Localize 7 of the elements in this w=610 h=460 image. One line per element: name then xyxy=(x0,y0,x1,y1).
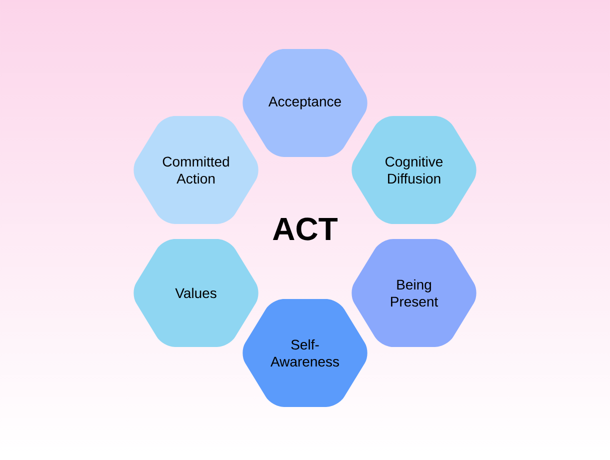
hexagon: Self-Awareness xyxy=(242,298,368,407)
hexagon: Committed Action xyxy=(134,116,258,224)
hexagon: Cognitive Diffusion xyxy=(352,116,476,224)
hexagon: Acceptance xyxy=(242,49,368,157)
center-label: ACT xyxy=(272,218,338,240)
hexagon: Values xyxy=(134,238,258,347)
hexagon: Being Present xyxy=(352,238,476,347)
